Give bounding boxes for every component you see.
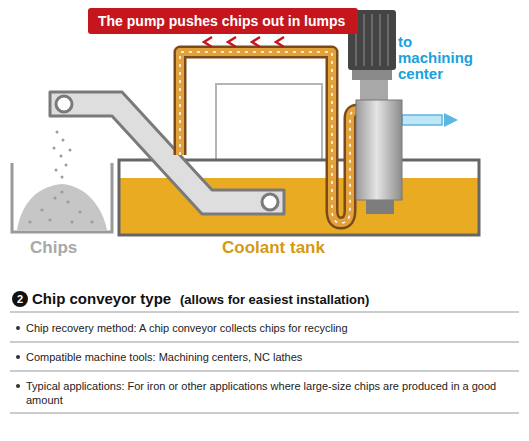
pulley xyxy=(262,194,278,210)
tank-label-text: Coolant tank xyxy=(222,238,325,258)
callout-number: 2 xyxy=(12,291,28,307)
subheading: (allows for easiest installation) xyxy=(180,291,369,309)
bullet-text: Typical applications: For iron or other … xyxy=(26,379,506,407)
pump-body xyxy=(356,100,402,200)
subheading-text: (allows for easiest installation) xyxy=(180,291,369,309)
heading-text: Chip conveyor type xyxy=(32,290,171,308)
tank-label: Coolant tank xyxy=(222,238,325,258)
callout-number-text: 2 xyxy=(12,291,28,307)
destination-label: to machining center xyxy=(398,34,478,82)
pump-inlet xyxy=(366,200,394,214)
pump-flange xyxy=(352,70,392,80)
discharge-pipe xyxy=(402,115,442,125)
pump-shaft xyxy=(360,80,388,100)
banner-text: The pump pushes chips out in lumps xyxy=(98,12,348,30)
motor-fins xyxy=(356,14,388,66)
chip-conveyor xyxy=(50,92,284,214)
destination-label-text: to machining center xyxy=(398,34,478,82)
callout-banner: The pump pushes chips out in lumps xyxy=(88,8,358,34)
chip-bits xyxy=(28,131,93,224)
bin-label: Chips xyxy=(30,238,77,258)
pipe-fill xyxy=(180,52,358,223)
bin-label-text: Chips xyxy=(30,238,77,258)
chip-flow xyxy=(180,52,358,223)
separator-lines xyxy=(10,312,519,413)
coolant xyxy=(120,178,478,234)
bullet-text-text: Typical applications: For iron or other … xyxy=(26,379,506,407)
bullet-text: Compatible machine tools: Machining cent… xyxy=(26,350,506,364)
flow-chevrons xyxy=(204,37,284,47)
bullet-text: Chip recovery method: A chip conveyor co… xyxy=(26,321,506,335)
pump-stand xyxy=(216,84,322,160)
flow-arrow xyxy=(444,113,458,127)
chip-bin xyxy=(12,163,112,232)
chip-pile xyxy=(17,184,107,230)
return-pipe xyxy=(180,52,358,223)
heading: Chip conveyor type xyxy=(32,290,171,308)
pulley xyxy=(56,96,72,112)
bullet-text-text: Chip recovery method: A chip conveyor co… xyxy=(26,321,506,335)
bullet-text-text: Compatible machine tools: Machining cent… xyxy=(26,350,506,364)
bullet-dots xyxy=(16,326,20,388)
